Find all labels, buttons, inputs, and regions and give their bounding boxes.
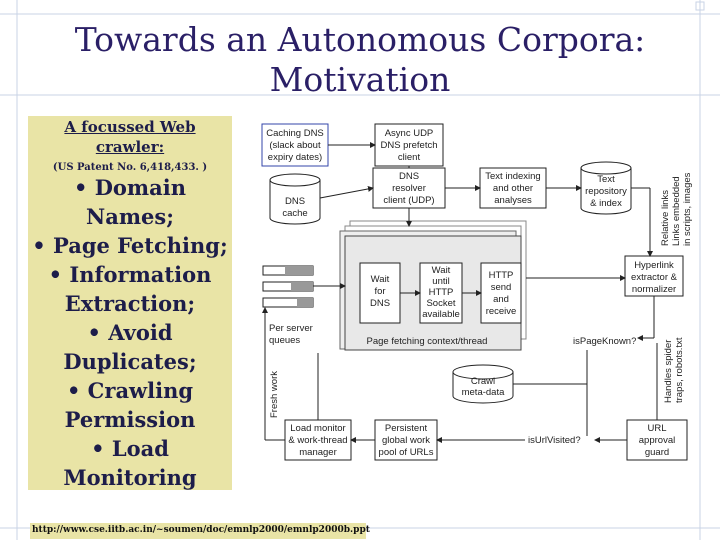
hyperlink-extractor-box: Hyperlink extractor & normalizer — [624, 255, 684, 297]
crawl-metadata-cylinder: Crawl meta-data — [452, 364, 514, 404]
url-approval-label: approval — [639, 435, 675, 446]
wait-http-label: HTTP — [429, 287, 454, 298]
wait-http-label: until — [432, 276, 449, 287]
handles-spider-text: Handles spider — [663, 340, 674, 403]
crawl-metadata-label: Crawl — [471, 376, 495, 387]
caching-dns-label: Caching DNS — [266, 128, 324, 139]
persistent-pool-label: global work — [382, 435, 430, 446]
load-monitor-label: manager — [299, 447, 337, 458]
text-repository-cylinder: Text repository & index — [580, 161, 632, 215]
caching-dns-box: Caching DNS (slack about expiry dates) — [261, 123, 329, 167]
async-udp-label: DNS prefetch — [380, 140, 437, 151]
dns-cache-label: cache — [282, 208, 307, 219]
panel-heading-1: A focussed Web — [64, 118, 196, 136]
load-monitor-label: & work-thread — [288, 435, 347, 446]
relative-links-label: Relative links Links embedded in scripts… — [660, 172, 693, 246]
wait-dns-label: Wait — [371, 274, 390, 285]
wait-dns-box: Wait for DNS — [359, 262, 401, 324]
page-fetching-label: Page fetching context/thread — [367, 336, 488, 347]
async-udp-label: client — [398, 152, 421, 163]
per-server-label: Per server — [269, 323, 313, 334]
slide-title: Towards an Autonomous Corpora: Motivatio… — [70, 20, 650, 100]
panel-heading-2: crawler: — [95, 138, 165, 156]
title-line-1: Towards an Autonomous Corpora: — [74, 20, 646, 59]
http-send-label: and — [493, 294, 509, 305]
diagram-connectors — [262, 142, 658, 443]
handles-spider-text: traps, robots.txt — [674, 337, 685, 403]
relative-links-text: Relative links — [660, 190, 671, 246]
bullet-line: • Page Fetching; — [32, 233, 228, 258]
async-udp-box: Async UDP DNS prefetch client — [374, 123, 444, 167]
relative-links-text: in scripts, images — [682, 172, 693, 246]
dns-resolver-label: resolver — [392, 183, 426, 194]
fresh-work-label: Fresh work — [269, 371, 280, 418]
patent-note: (US Patent No. 6,418,433. ) — [52, 162, 208, 173]
text-indexing-label: Text indexing — [485, 171, 540, 182]
bullet-line: • Avoid — [87, 320, 173, 345]
load-monitor-box: Load monitor & work-thread manager — [284, 419, 352, 461]
url-approval-box: URL approval guard — [626, 419, 688, 461]
caching-dns-label: (slack about — [269, 140, 321, 151]
is-url-visited-label: isUrlVisited? — [528, 435, 581, 446]
hyperlink-label: extractor & — [631, 272, 678, 283]
relative-links-text: Links embedded — [671, 176, 682, 246]
bullet-line: Names; — [86, 204, 174, 229]
text-indexing-label: and other — [493, 183, 533, 194]
dns-resolver-box: DNS resolver client (UDP) — [372, 167, 446, 209]
per-server-label: queues — [269, 335, 300, 346]
dns-cache-cylinder: DNS cache — [269, 173, 321, 225]
bullet-line: Extraction; — [64, 291, 196, 316]
caching-dns-label: expiry dates) — [268, 152, 322, 163]
is-page-known-label: isPageKnown? — [573, 336, 636, 347]
dns-cache-label: DNS — [285, 196, 305, 207]
http-send-label: receive — [486, 306, 517, 317]
url-approval-label: guard — [645, 447, 669, 458]
fresh-work-text: Fresh work — [269, 371, 280, 418]
text-repository-label: repository — [585, 186, 627, 197]
bullet-line: Monitoring — [63, 465, 197, 490]
bullet-line: • Crawling — [66, 378, 194, 403]
text-panel: A focussed Web crawler: (US Patent No. 6… — [28, 116, 232, 490]
crawler-architecture-diagram: Caching DNS (slack about expiry dates) A… — [261, 123, 693, 461]
hyperlink-label: Hyperlink — [634, 260, 674, 271]
url-approval-label: URL — [647, 423, 666, 434]
bullet-line: • Load — [91, 436, 169, 461]
text-indexing-label: analyses — [494, 195, 532, 206]
bullet-line: Duplicates; — [63, 349, 197, 374]
dns-resolver-label: client (UDP) — [383, 195, 434, 206]
text-repository-label: Text — [597, 174, 615, 185]
persistent-pool-label: Persistent — [385, 423, 428, 434]
wait-dns-label: DNS — [370, 298, 390, 309]
bullet-line: • Information — [48, 262, 212, 287]
load-monitor-label: Load monitor — [290, 423, 345, 434]
bullet-line: • Domain — [73, 175, 187, 200]
wait-http-label: Socket — [426, 298, 455, 309]
title-line-2: Motivation — [269, 60, 451, 99]
text-indexing-box: Text indexing and other analyses — [479, 167, 547, 209]
wait-http-label: available — [422, 309, 460, 320]
http-send-box: HTTP send and receive — [480, 262, 522, 324]
hyperlink-label: normalizer — [632, 284, 676, 295]
persistent-pool-label: pool of URLs — [379, 447, 434, 458]
wait-http-box: Wait until HTTP Socket available — [419, 262, 463, 324]
per-server-queues: Per server queues — [262, 265, 314, 346]
persistent-pool-box: Persistent global work pool of URLs — [374, 419, 438, 461]
dns-resolver-label: DNS — [399, 171, 419, 182]
handles-spider-label: Handles spider traps, robots.txt — [663, 337, 685, 403]
crawl-metadata-label: meta-data — [462, 387, 505, 398]
wait-dns-label: for — [374, 286, 385, 297]
footer-url-bar: http://www.cse.iitb.ac.in/~soumen/doc/em… — [30, 523, 370, 539]
http-send-label: HTTP — [489, 270, 514, 281]
http-send-label: send — [491, 282, 512, 293]
text-repository-label: & index — [590, 198, 622, 209]
async-udp-label: Async UDP — [385, 128, 434, 139]
wait-http-label: Wait — [432, 265, 451, 276]
bullet-line: Permission — [64, 407, 196, 432]
footer-url[interactable]: http://www.cse.iitb.ac.in/~soumen/doc/em… — [32, 525, 370, 535]
